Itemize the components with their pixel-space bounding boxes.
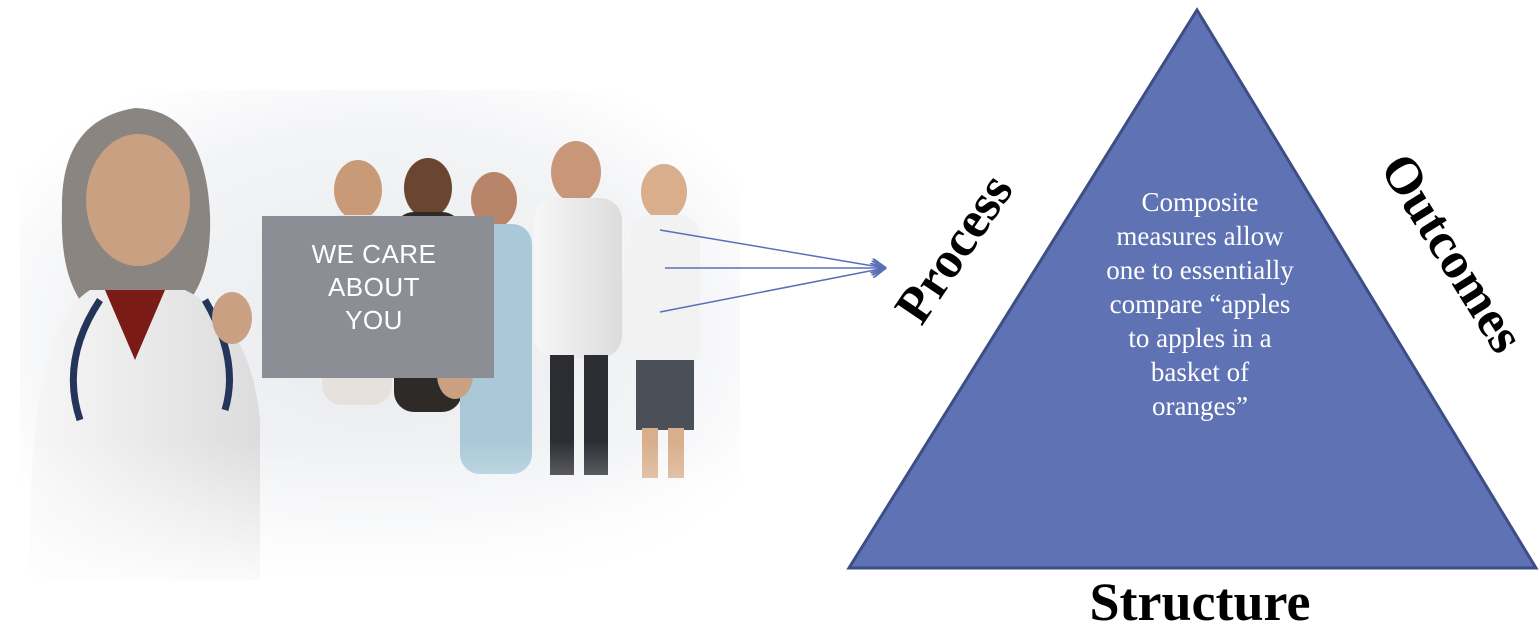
converging-arrows	[659, 229, 885, 313]
triangle-line-1: Composite	[1141, 187, 1259, 217]
triangle-line-2: measures allow	[1116, 221, 1284, 251]
healthcare-team-photo: WE CARE ABOUT YOU	[0, 90, 760, 600]
arrow-1	[659, 229, 885, 268]
triangle-description: Composite measures allow one to essentia…	[1060, 185, 1340, 423]
quality-triangle	[846, 7, 1539, 570]
outcomes-label: Outcomes	[1369, 144, 1535, 363]
triangle-line-4: compare “apples	[1109, 289, 1291, 319]
process-label: Process	[884, 164, 1024, 334]
triangle-line-3: one to essentially	[1106, 255, 1294, 285]
triangle-line-6: basket of	[1150, 357, 1250, 387]
photo-fade	[0, 440, 760, 600]
structure-label: Structure	[1089, 572, 1311, 632]
triangle-line-7: oranges”	[1152, 391, 1248, 421]
we-care-sign: WE CARE ABOUT YOU	[262, 216, 494, 378]
sign-line-3: YOU	[345, 305, 403, 335]
sign-line-1: WE CARE	[312, 239, 437, 269]
triangle-line-5: to apples in a	[1128, 323, 1272, 353]
team-member-4	[534, 141, 622, 475]
sign-line-2: ABOUT	[328, 272, 420, 302]
arrow-3	[659, 268, 885, 313]
